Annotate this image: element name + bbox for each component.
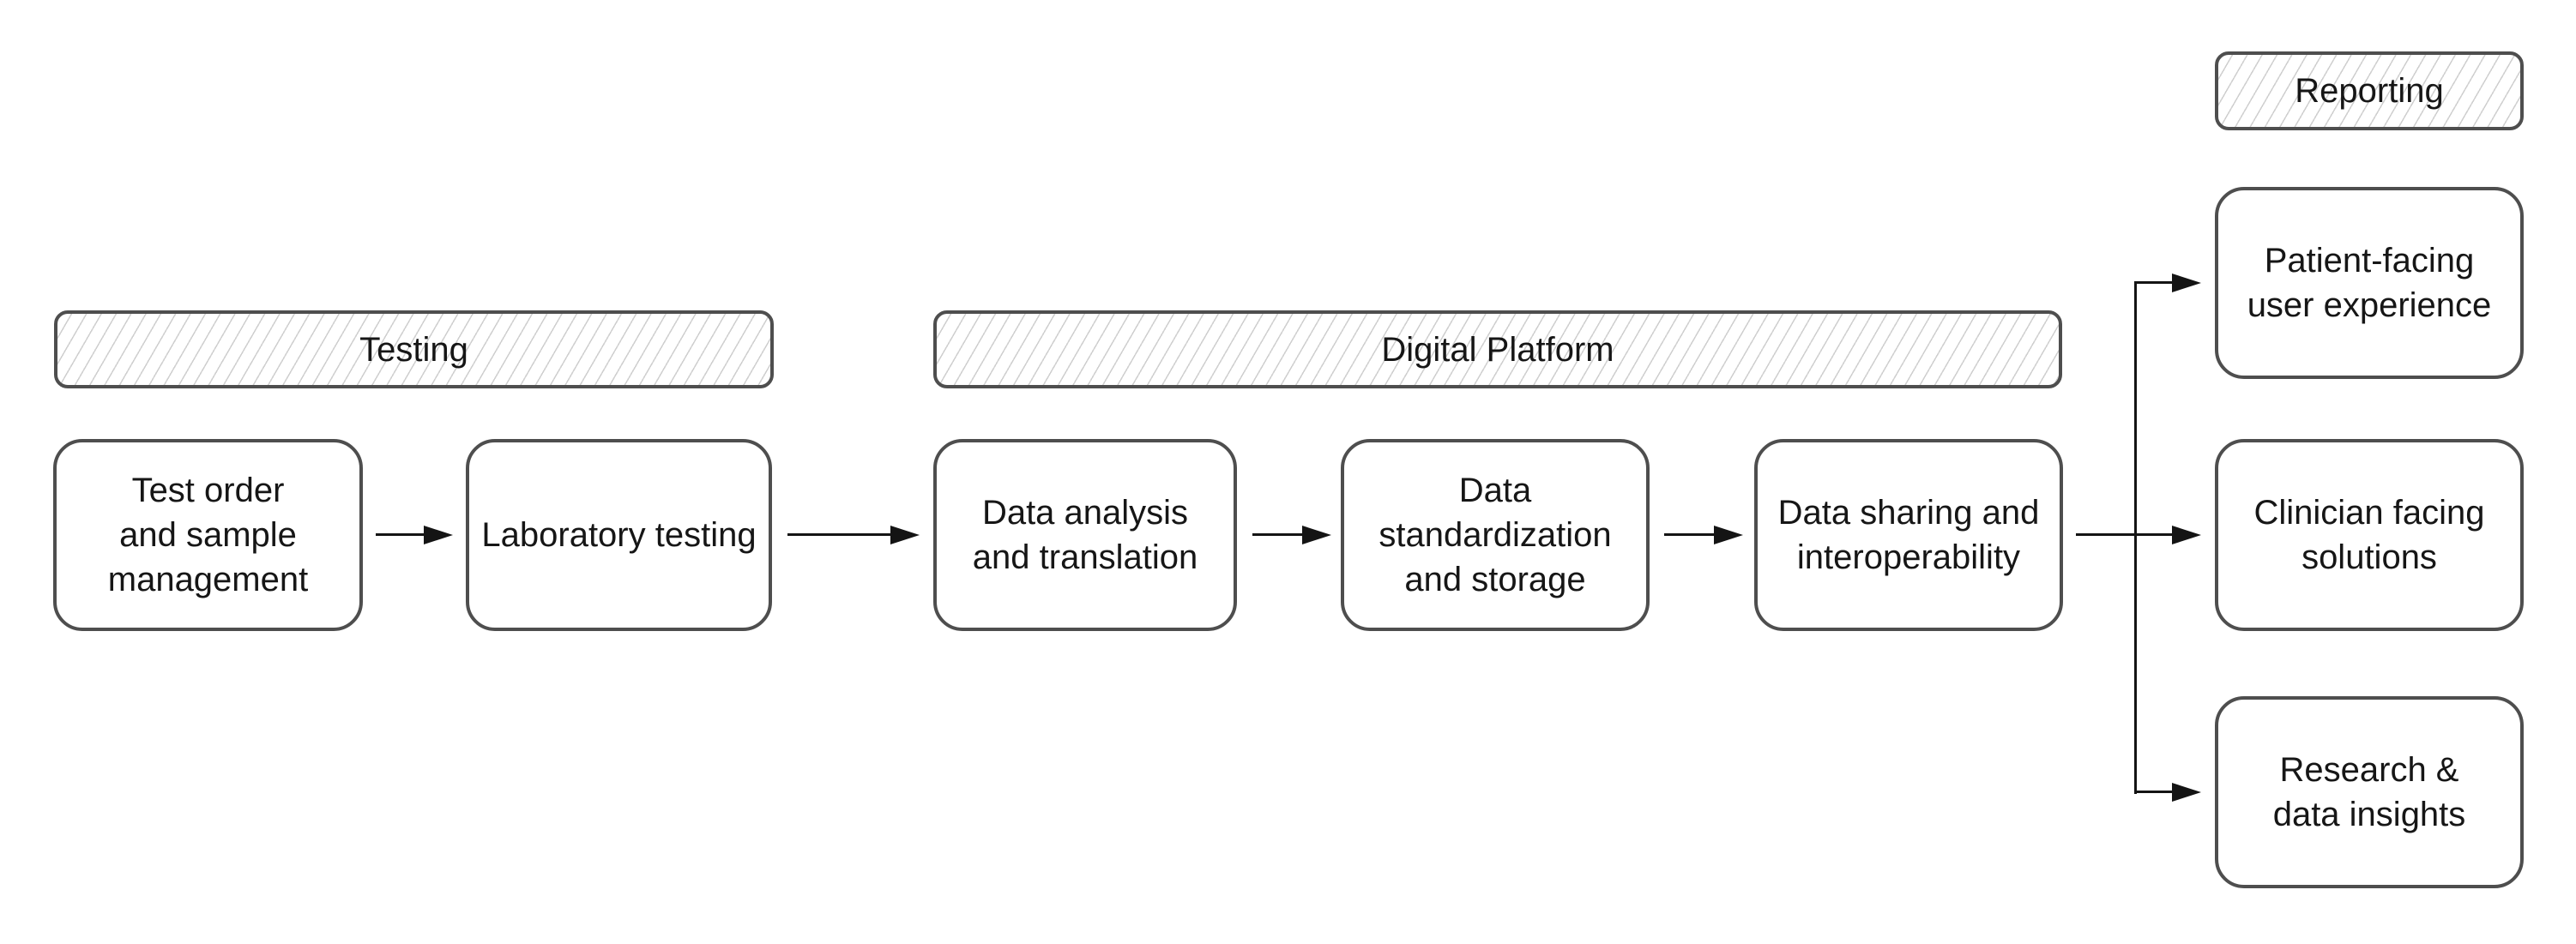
node-laboratory-testing-label: Laboratory testing bbox=[481, 516, 757, 554]
arrow-test-order-to-laboratory-shaft bbox=[376, 533, 424, 536]
arrow-branch-to-research-data-shaft bbox=[2136, 791, 2172, 793]
node-data-analysis: Data analysis and translation bbox=[933, 439, 1237, 631]
node-data-sharing: Data sharing and interoperability bbox=[1754, 439, 2063, 631]
node-patient-facing: Patient-facing user experience bbox=[2215, 187, 2524, 379]
group-header-reporting: Reporting bbox=[2215, 51, 2524, 130]
group-header-digital-platform: Digital Platform bbox=[933, 310, 2062, 388]
arrow-test-order-to-laboratory-arrowhead bbox=[424, 526, 453, 544]
arrow-data-standardization-to-data-sharing-shaft bbox=[1664, 533, 1714, 536]
node-data-standardization: Data standardization and storage bbox=[1341, 439, 1650, 631]
arrow-data-sharing-to-clinician-facing-shaft bbox=[2076, 533, 2172, 536]
arrow-data-standardization-to-data-sharing-arrowhead bbox=[1714, 526, 1743, 544]
arrow-branch-to-research-data-arrowhead bbox=[2172, 783, 2201, 802]
group-header-digital-platform-label: Digital Platform bbox=[1381, 330, 1614, 369]
arrow-laboratory-to-data-analysis-shaft bbox=[787, 533, 890, 536]
group-header-testing: Testing bbox=[54, 310, 774, 388]
group-header-reporting-label: Reporting bbox=[2295, 72, 2444, 110]
branch-vertical-line bbox=[2134, 281, 2137, 794]
node-laboratory-testing: Laboratory testing bbox=[466, 439, 772, 631]
node-patient-facing-label: Patient-facing user experience bbox=[2247, 242, 2492, 324]
arrow-branch-to-patient-facing-arrowhead bbox=[2172, 274, 2201, 292]
group-header-testing-label: Testing bbox=[359, 330, 468, 369]
node-test-order: Test order and sample management bbox=[53, 439, 363, 631]
arrow-data-sharing-to-clinician-facing-arrowhead bbox=[2172, 526, 2201, 544]
arrow-data-analysis-to-data-standardization-shaft bbox=[1252, 533, 1302, 536]
arrow-laboratory-to-data-analysis-arrowhead bbox=[890, 526, 920, 544]
node-clinician-facing-label: Clinician facing solutions bbox=[2253, 494, 2485, 576]
node-research-data: Research & data insights bbox=[2215, 696, 2524, 888]
node-research-data-label: Research & data insights bbox=[2272, 751, 2466, 833]
node-data-standardization-label: Data standardization and storage bbox=[1378, 472, 1612, 598]
arrow-branch-to-patient-facing-shaft bbox=[2136, 281, 2172, 284]
node-test-order-label: Test order and sample management bbox=[107, 472, 309, 598]
node-clinician-facing: Clinician facing solutions bbox=[2215, 439, 2524, 631]
arrow-data-analysis-to-data-standardization-arrowhead bbox=[1302, 526, 1331, 544]
node-data-analysis-label: Data analysis and translation bbox=[972, 494, 1198, 576]
node-data-sharing-label: Data sharing and interoperability bbox=[1777, 494, 2040, 576]
